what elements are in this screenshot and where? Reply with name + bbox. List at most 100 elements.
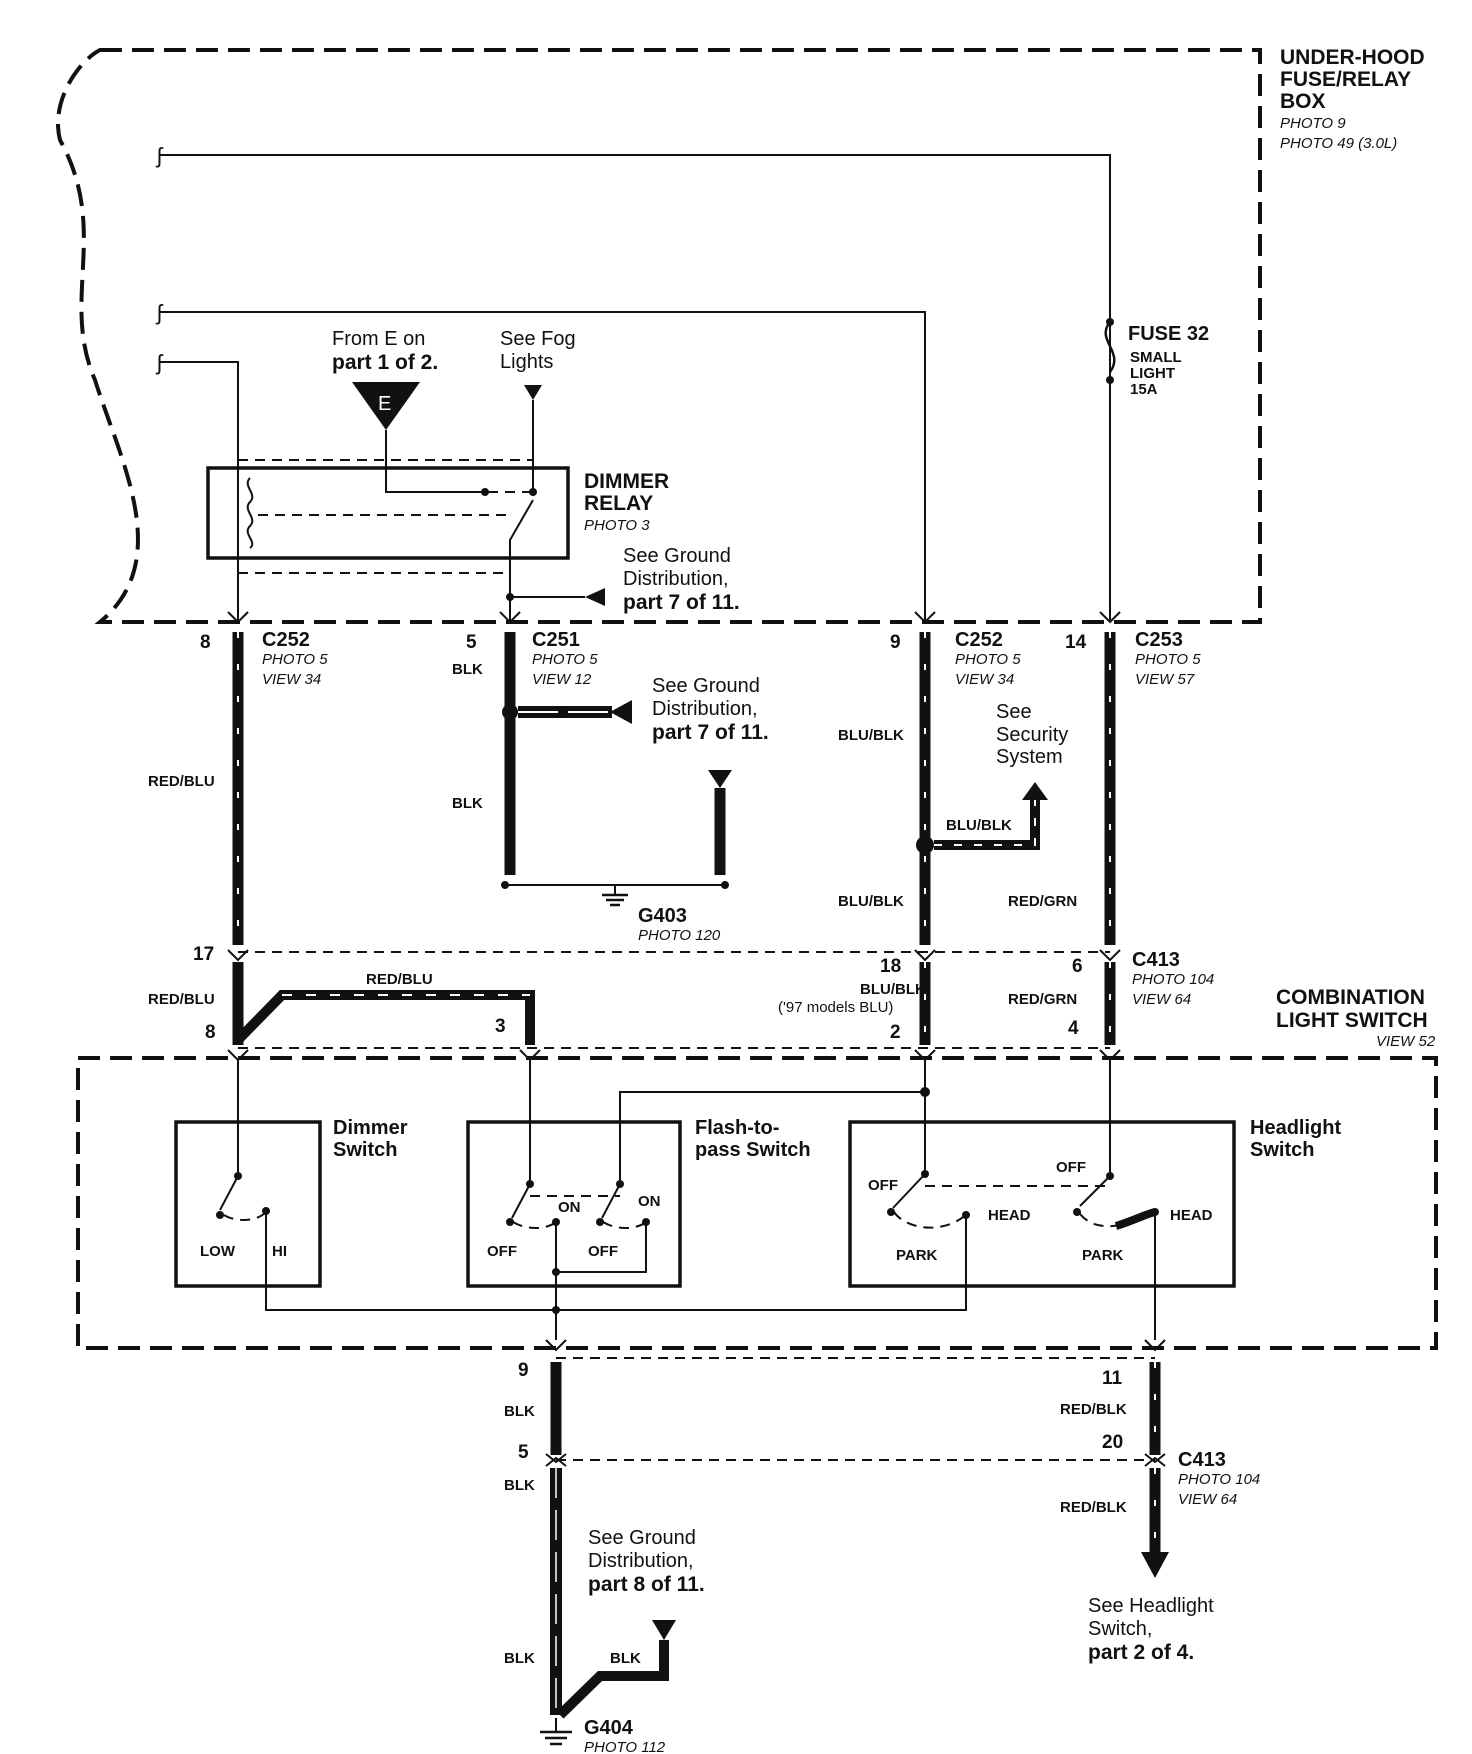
ground-ref-3-line1: See Ground xyxy=(588,1527,696,1549)
wire-blk-4: BLK xyxy=(504,1477,535,1494)
ground-ref-arrow-2-icon xyxy=(610,700,632,724)
dimmer-switch-box xyxy=(174,1120,322,1288)
headlight-ref-arrow-icon xyxy=(1141,1552,1169,1578)
headlight-ref-line2: Switch, xyxy=(1088,1618,1152,1640)
ground-ref-2-line3: part 7 of 11. xyxy=(652,721,769,744)
headlight-switch-contact-icon xyxy=(887,1170,1159,1340)
wire-red-grn-2: RED/GRN xyxy=(1008,991,1077,1008)
wire-blu-blk-2: BLU/BLK xyxy=(838,893,904,910)
fog-line2: Lights xyxy=(500,351,553,373)
c251-name: C251 xyxy=(532,629,580,651)
g404-arrow-icon xyxy=(652,1620,676,1640)
wire-red-blu-1: RED/BLU xyxy=(148,773,215,790)
c252b-name: C252 xyxy=(955,629,1003,651)
headlight-park-2: PARK xyxy=(1082,1247,1124,1264)
dimmer-switch-contact-icon xyxy=(216,1172,967,1311)
dimmer-low-label: LOW xyxy=(200,1243,236,1260)
c413b-photo: PHOTO 104 xyxy=(1178,1471,1260,1488)
flash-switch-box xyxy=(466,1120,682,1288)
wire-red-blk-2: RED/BLK xyxy=(1060,1499,1127,1516)
wire-blk-2: BLK xyxy=(452,795,483,812)
combo-title-2: LIGHT SWITCH xyxy=(1276,1009,1428,1032)
headlight-park-1: PARK xyxy=(896,1247,938,1264)
fuse-32-desc-1: SMALL xyxy=(1130,349,1182,366)
ground-ref-2-line1: See Ground xyxy=(652,675,760,697)
c252b-view: VIEW 34 xyxy=(955,671,1014,688)
flash-off-1: OFF xyxy=(487,1243,517,1260)
pin-5: 5 xyxy=(518,1442,529,1463)
security-line3: System xyxy=(996,746,1063,768)
security-line2: Security xyxy=(996,724,1068,746)
headlight-ref-line3: part 2 of 4. xyxy=(1088,1641,1194,1664)
c253-pin: 14 xyxy=(1065,632,1087,653)
c413b-view: VIEW 64 xyxy=(1178,1491,1237,1508)
wire-blu-note: ('97 models BLU) xyxy=(778,999,893,1016)
g404-ground-icon xyxy=(540,1718,572,1746)
security-line1: See xyxy=(996,701,1032,723)
dimmer-relay-contact-icon xyxy=(385,470,537,560)
ground-ref-3-line3: part 8 of 11. xyxy=(588,1573,705,1596)
svg-text:ʃ: ʃ xyxy=(155,143,164,168)
fuse-32-icon xyxy=(1104,318,1116,384)
dimmer-relay-photo: PHOTO 3 xyxy=(584,517,650,534)
c413a-name: C413 xyxy=(1132,949,1180,971)
wire-blk-6: BLK xyxy=(610,1650,641,1667)
pin-4: 4 xyxy=(1068,1018,1079,1039)
ground-ref-1-line2: Distribution, xyxy=(623,568,729,590)
c252a-photo: PHOTO 5 xyxy=(262,651,328,668)
headlight-off-2: OFF xyxy=(1056,1159,1086,1176)
dimmer-relay-box xyxy=(206,466,570,560)
pin-20: 20 xyxy=(1102,1432,1123,1453)
fuse-32-desc-2: LIGHT xyxy=(1130,365,1175,382)
wire-red-blu-3: RED/BLU xyxy=(366,971,433,988)
wire-red-blk-1: RED/BLK xyxy=(1060,1401,1127,1418)
flash-switch-line2: pass Switch xyxy=(695,1139,811,1161)
fog-arrow-icon xyxy=(524,385,542,400)
security-arrow-icon xyxy=(1022,782,1048,800)
combo-title-1: COMBINATION xyxy=(1276,986,1425,1009)
fuse-32-desc-3: 15A xyxy=(1130,381,1158,398)
fuse-box-title-2: FUSE/RELAY xyxy=(1280,68,1411,91)
ground-ref-3-line2: Distribution, xyxy=(588,1550,694,1572)
wire-blu-blk-1: BLU/BLK xyxy=(838,727,904,744)
pin-9: 9 xyxy=(518,1360,529,1381)
from-e-line1: From E on xyxy=(332,328,425,350)
c251-pin: 5 xyxy=(466,632,477,653)
pin-11: 11 xyxy=(1102,1368,1123,1389)
headlight-switch-box xyxy=(848,1120,1236,1288)
combo-switch-outline xyxy=(76,1056,1438,1350)
flash-switch-line1: Flash-to- xyxy=(695,1117,779,1139)
flash-off-2: OFF xyxy=(588,1243,618,1260)
ground-ref-2-line2: Distribution, xyxy=(652,698,758,720)
flash-switch-contact-icon xyxy=(506,1180,650,1340)
c252a-pin: 8 xyxy=(200,632,211,653)
g403-photo: PHOTO 120 xyxy=(638,927,721,944)
c252a-name: C252 xyxy=(262,629,310,651)
pin-8b: 8 xyxy=(205,1022,216,1043)
dimmer-hi-label: HI xyxy=(272,1243,287,1260)
pin-6: 6 xyxy=(1072,956,1083,977)
c413a-photo: PHOTO 104 xyxy=(1132,971,1214,988)
flash-on-2: ON xyxy=(638,1193,661,1210)
power-feed-fuse xyxy=(160,154,1111,620)
headlight-head-1: HEAD xyxy=(988,1207,1031,1224)
c252b-pin: 9 xyxy=(890,632,901,653)
dimmer-relay-line1: DIMMER xyxy=(584,470,669,493)
g403-ground-icon xyxy=(602,885,628,907)
pin-17: 17 xyxy=(193,944,214,965)
c413a-view: VIEW 64 xyxy=(1132,991,1191,1008)
fuse-box-title-1: UNDER-HOOD xyxy=(1280,46,1425,69)
ground-ref-1-line3: part 7 of 11. xyxy=(623,591,740,614)
wire-red-grn-1: RED/GRN xyxy=(1008,893,1077,910)
wire-blk-3: BLK xyxy=(504,1403,535,1420)
c251-photo: PHOTO 5 xyxy=(532,651,598,668)
wire-blk-1: BLK xyxy=(452,661,483,678)
c253-photo: PHOTO 5 xyxy=(1135,651,1201,668)
ground-ref-arrow-1-icon xyxy=(585,588,605,606)
dimmer-relay-coil-icon xyxy=(237,470,510,560)
svg-text:ʃ: ʃ xyxy=(155,350,164,375)
c251-view: VIEW 12 xyxy=(532,671,592,688)
headlight-off-1: OFF xyxy=(868,1177,898,1194)
wire-red-blu-2: RED/BLU xyxy=(148,991,215,1008)
